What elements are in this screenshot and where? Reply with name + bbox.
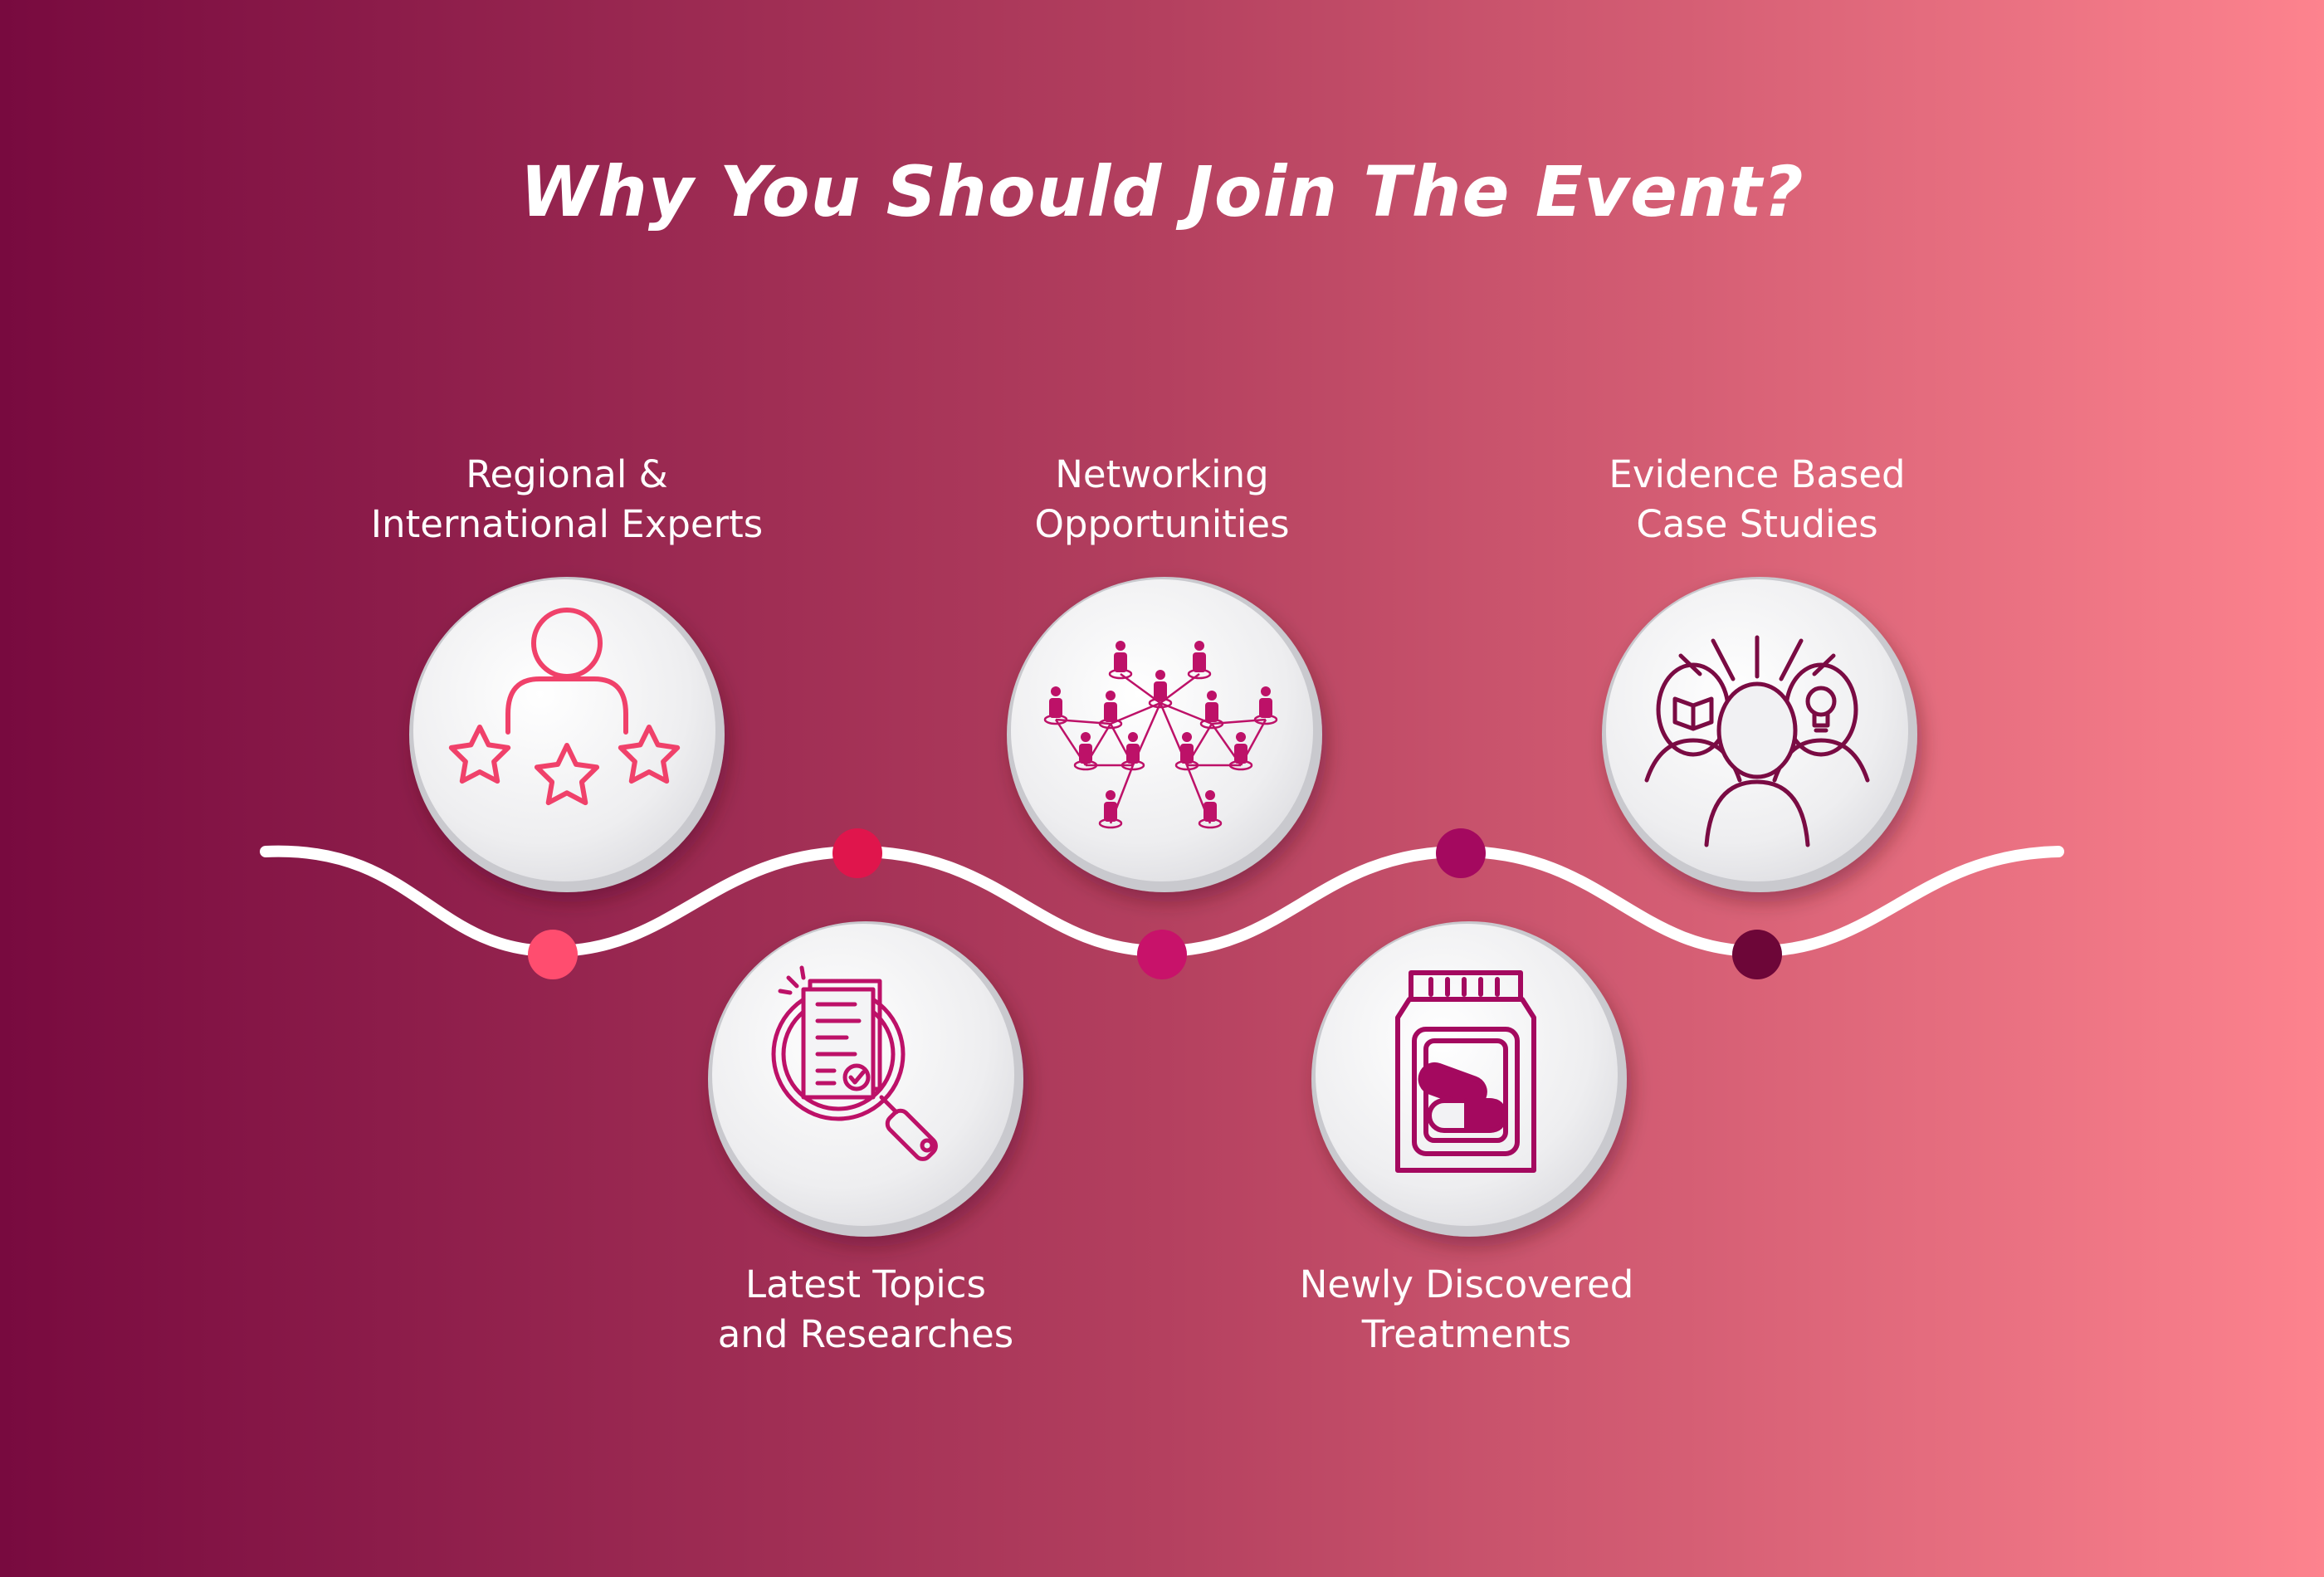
network-person (1098, 691, 1123, 730)
feature-circle-1 (409, 577, 725, 892)
network-person (1098, 790, 1123, 829)
network-person (1073, 732, 1098, 771)
network-link (1211, 718, 1267, 725)
feature-label-5-line1: Evidence Based (1609, 452, 1906, 496)
feature-label-2-line2: and Researches (717, 1312, 1014, 1356)
network-link (1055, 718, 1111, 725)
timeline-dot-1 (528, 930, 578, 979)
feature-label-5: Evidence Based Case Studies (1500, 450, 2014, 549)
thinking-heads-icon (1644, 635, 1870, 847)
feature-label-3-line2: Opportunities (1034, 502, 1290, 546)
timeline-dot-3 (1137, 930, 1187, 979)
feature-label-4-line1: Newly Discovered (1299, 1262, 1634, 1306)
network-person (1108, 641, 1133, 680)
page-title: Why You Should Join The Event? (520, 151, 1804, 232)
feature-label-1-line1: Regional & (466, 452, 668, 496)
network-person (1253, 686, 1278, 725)
network-link (1120, 672, 1161, 705)
network-person (1198, 790, 1223, 829)
network-person (1187, 641, 1212, 680)
timeline-dot-2 (832, 828, 882, 878)
network-person (1120, 732, 1145, 771)
pill-bottle-icon (1395, 970, 1536, 1173)
feature-label-5-line2: Case Studies (1636, 502, 1878, 546)
network-person (1148, 670, 1173, 709)
feature-label-1-line2: International Experts (370, 502, 764, 546)
timeline-dots (528, 828, 1782, 979)
feature-label-1: Regional & International Experts (310, 450, 824, 549)
network-person (1174, 732, 1199, 771)
feature-circle-3 (1007, 577, 1322, 892)
feature-label-3: Networking Opportunities (905, 450, 1419, 549)
people-network-icon (1043, 641, 1278, 829)
feature-label-2-line1: Latest Topics (745, 1262, 986, 1306)
timeline-dot-4 (1436, 828, 1486, 878)
network-person (1199, 691, 1224, 730)
document-magnifier-icon (771, 965, 938, 1161)
network-person (1043, 686, 1068, 725)
network-person (1228, 732, 1253, 771)
feature-label-4: Newly Discovered Treatments (1209, 1260, 1724, 1360)
feature-label-2: Latest Topics and Researches (608, 1260, 1123, 1360)
feature-label-3-line1: Networking (1055, 452, 1269, 496)
feature-label-4-line2: Treatments (1361, 1312, 1572, 1356)
timeline-dot-5 (1732, 930, 1782, 979)
user-stars-icon (448, 608, 681, 806)
